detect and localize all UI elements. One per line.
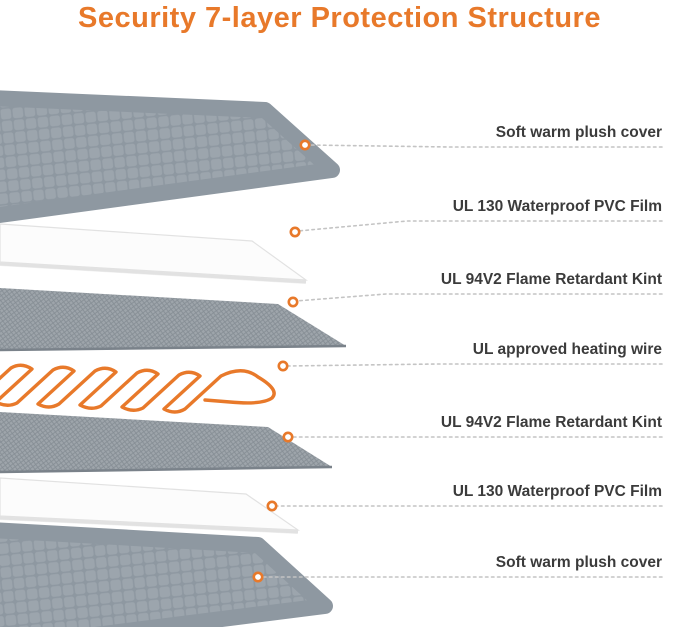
layer-mesh-top-shape xyxy=(0,288,346,350)
indicator-dot-6 xyxy=(266,500,278,512)
layer-pvc-top-shape xyxy=(0,223,309,281)
leader-line-4 xyxy=(285,363,663,367)
layer-label-pvc-bottom: UL 130 Waterproof PVC Film xyxy=(452,483,662,500)
indicator-dot-7 xyxy=(252,571,264,583)
leader-line-2 xyxy=(297,220,663,232)
layer-pvc-bottom-shape xyxy=(0,477,301,531)
layer-label-mesh-bottom: UL 94V2 Flame Retardant Kint xyxy=(440,414,662,431)
layer-label-heating-wire: UL approved heating wire xyxy=(472,341,662,358)
indicator-dot-2 xyxy=(289,226,301,238)
page-title: Security 7-layer Protection Structure xyxy=(78,2,601,34)
layer-label-pvc-top: UL 130 Waterproof PVC Film xyxy=(452,198,662,215)
layer-mesh-bottom-shape xyxy=(0,412,332,472)
layer-plush-top-shape xyxy=(0,90,340,223)
layer-pvc-bottom-edge xyxy=(0,516,299,534)
layer-mesh-bottom-edge xyxy=(0,465,333,474)
indicator-dot-4 xyxy=(277,360,289,372)
layer-label-mesh-top: UL 94V2 Flame Retardant Kint xyxy=(440,271,662,288)
heating-wire-path xyxy=(0,363,276,414)
indicator-dot-3 xyxy=(287,296,299,308)
leader-line-1 xyxy=(307,144,663,148)
layer-pvc-top-edge xyxy=(0,262,307,284)
indicator-dot-5 xyxy=(282,431,294,443)
layer-label-plush-top: Soft warm plush cover xyxy=(495,124,662,141)
layer-plush-bottom-shape xyxy=(0,522,333,627)
layer-mesh-top-edge xyxy=(0,344,347,352)
layer-label-plush-bottom: Soft warm plush cover xyxy=(495,554,662,571)
leader-line-3 xyxy=(295,293,663,302)
indicator-dot-1 xyxy=(299,139,311,151)
